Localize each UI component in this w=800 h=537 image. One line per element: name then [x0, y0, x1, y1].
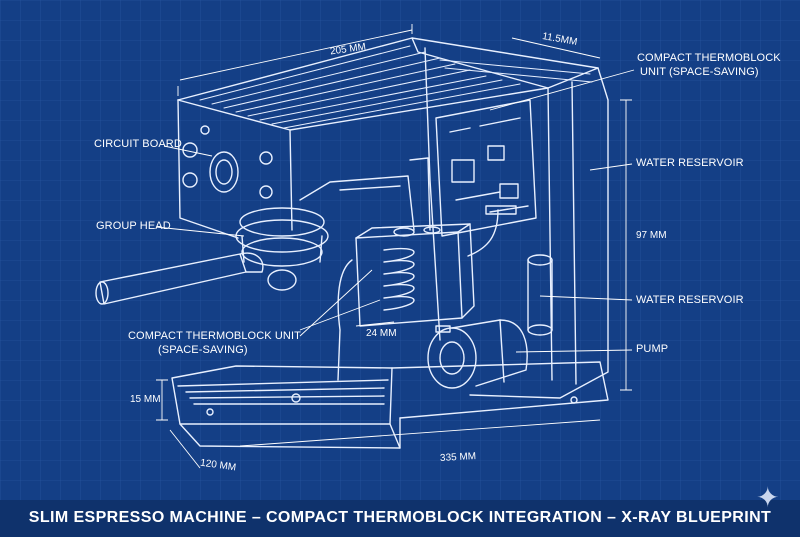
label-thermoblock-top-line2: UNIT (SPACE-SAVING) [640, 66, 759, 78]
leader-group-head [155, 226, 245, 237]
leader-thermoblock-top [489, 69, 635, 111]
pump [427, 319, 528, 389]
dim-width-bottom: 335 MM [439, 451, 477, 464]
group-head [235, 207, 329, 291]
label-thermoblock-left-line1: COMPACT THERMOBLOCK UNIT [128, 330, 301, 342]
front-dials [182, 125, 273, 199]
label-thermoblock-left-line2: (SPACE-SAVING) [158, 344, 248, 356]
title-bar [0, 500, 800, 537]
label-circuit-board: CIRCUIT BOARD [94, 138, 182, 150]
label-water-reservoir-upper: WATER RESERVOIR [636, 157, 744, 169]
dim-height-right: 97 MM [636, 230, 667, 241]
leader-water-reservoir-upper [589, 163, 633, 171]
leader-pump [515, 349, 633, 353]
leader-circuit-board [163, 145, 213, 157]
dim-drip-tray-height: 15 MM [130, 394, 161, 405]
thermoblock [355, 223, 475, 327]
machine-body [177, 37, 609, 399]
annotation-lines [155, 24, 635, 469]
dim-line-width-bottom [239, 419, 601, 447]
drip-tray [171, 361, 609, 449]
sparkle-icon: ✦ [756, 481, 780, 514]
dim-thermoblock-width: 24 MM [366, 328, 397, 339]
page-title: SLIM ESPRESSO MACHINE – COMPACT THERMOBL… [28, 509, 772, 526]
dim-line-depth-bottom [169, 429, 201, 469]
label-pump: PUMP [636, 343, 669, 355]
cup-warmer-grille [199, 45, 593, 129]
label-water-reservoir-lower: WATER RESERVOIR [636, 294, 744, 306]
leader-thermoblock-left [299, 269, 381, 337]
label-thermoblock-top-line1: COMPACT THERMOBLOCK [637, 52, 781, 64]
circuit-board [435, 99, 537, 237]
portafilter-handle [95, 252, 264, 305]
water-reservoir [527, 254, 553, 336]
blueprint-grid [0, 0, 800, 500]
water-pipes [299, 157, 499, 381]
label-group-head: GROUP HEAD [96, 220, 171, 232]
dim-line-width-top [179, 29, 413, 81]
dim-line-depth-top [511, 37, 601, 59]
leader-water-reservoir-lower [539, 295, 633, 301]
dim-line-thermoblock [355, 321, 395, 327]
